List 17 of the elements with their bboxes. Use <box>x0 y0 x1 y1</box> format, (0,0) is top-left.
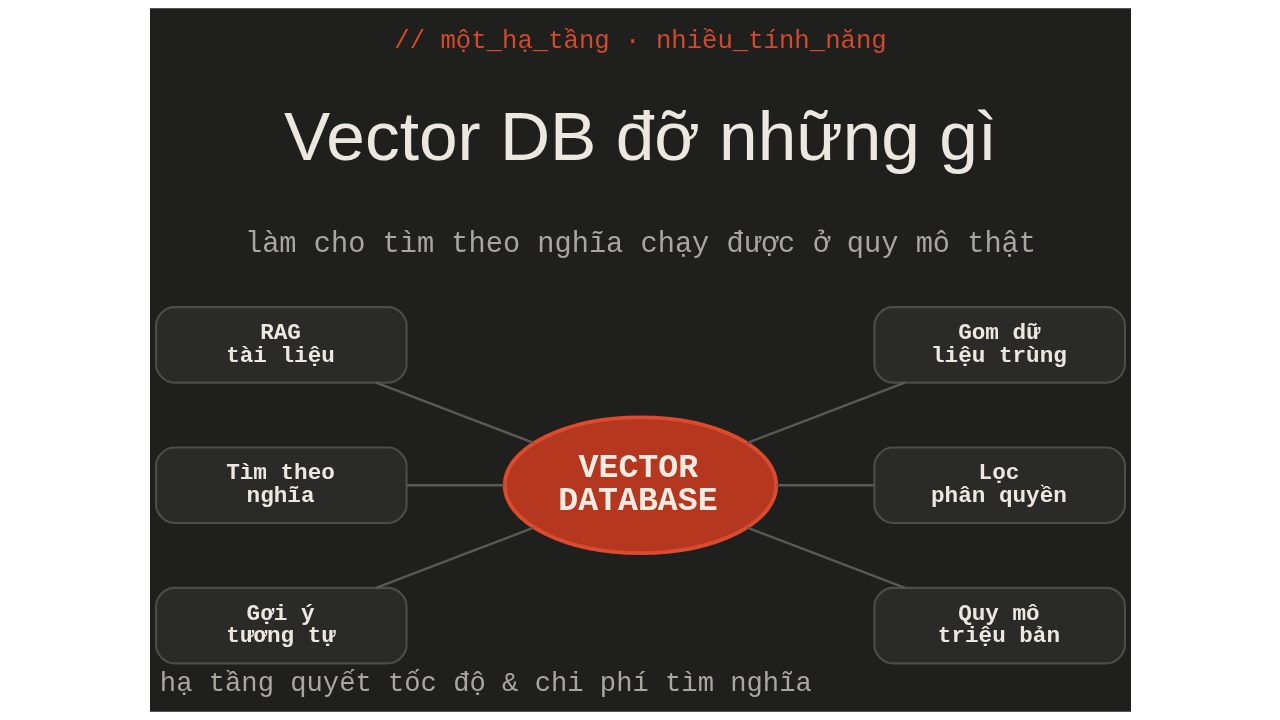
node-box: Gom dữ liệu trùng <box>872 306 1126 384</box>
node-box: Gợi ý tương tự <box>154 586 408 665</box>
label: làm cho tìm theo nghĩa chạy được ở quy mô thật <box>244 228 1036 262</box>
node-box: Quy mô triệu bản <box>872 586 1126 665</box>
connector <box>776 484 874 487</box>
connector <box>746 526 905 589</box>
connector <box>375 381 534 445</box>
connector <box>375 526 534 589</box>
label: // một_hạ_tầng · nhiều_tính_năng <box>393 26 887 56</box>
connector <box>746 381 905 445</box>
node-box: Tìm theo nghĩa <box>154 446 408 525</box>
node-ellipse: VECTOR DATABASE <box>502 415 778 556</box>
node-box: RAG tài liệu <box>154 306 408 384</box>
node-box: Lọc phân quyền <box>872 446 1126 525</box>
caption: hạ tầng quyết tốc độ & chi phí tìm nghĩa <box>159 668 812 700</box>
connector <box>406 484 505 487</box>
diagram-title: Vector DB đỡ những gì <box>283 97 997 176</box>
